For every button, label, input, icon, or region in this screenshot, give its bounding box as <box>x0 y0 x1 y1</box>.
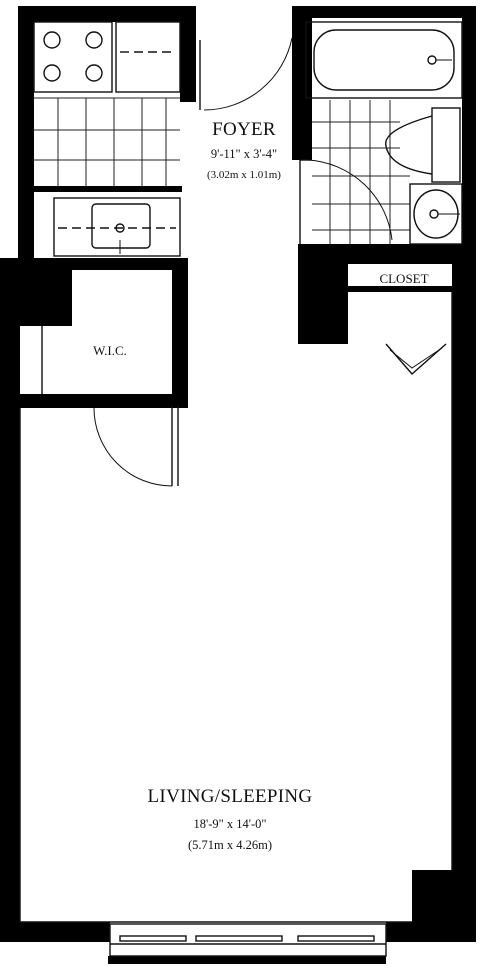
interior-lines <box>19 292 453 923</box>
foyer-dimensions: 9'-11" x 3'-4" <box>211 147 277 161</box>
kitchen-door <box>199 37 293 111</box>
living-dimensions: 18'-9" x 14'-0" <box>193 817 266 831</box>
sink-icon <box>53 197 181 257</box>
foyer-dimensions-metric: (3.02m x 1.01m) <box>207 169 281 181</box>
bathtub-icon <box>305 21 463 99</box>
stove-icon <box>33 21 113 93</box>
bath-tiles <box>312 100 410 244</box>
closet-bifold-door <box>385 343 447 375</box>
foyer-label: FOYER <box>212 119 276 140</box>
toilet-icon <box>385 107 461 183</box>
window-icon <box>109 923 387 957</box>
wic-door <box>93 406 179 487</box>
kitchen-tiles <box>34 97 180 186</box>
living-dimensions-metric: (5.71m x 4.26m) <box>188 838 272 852</box>
bath-sink <box>409 183 463 245</box>
bathroom-door <box>299 159 393 244</box>
wic-label: W.I.C. <box>93 343 127 358</box>
walls <box>0 6 476 964</box>
living-label: LIVING/SLEEPING <box>148 786 313 807</box>
refrigerator <box>115 21 181 93</box>
closet-label: CLOSET <box>379 271 428 286</box>
